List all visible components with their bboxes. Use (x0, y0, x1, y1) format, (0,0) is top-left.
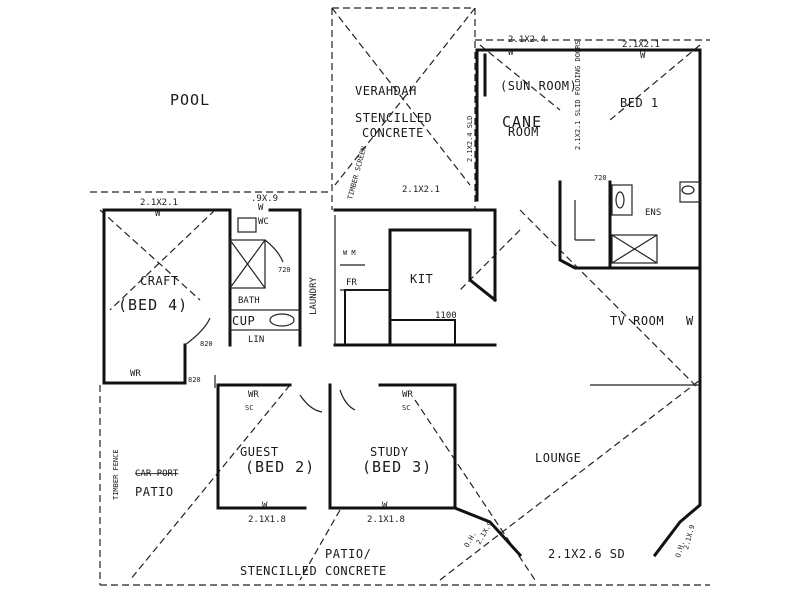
lin-label: LIN (248, 335, 264, 345)
window-mark-sun-left: W (508, 48, 514, 58)
sun-room-window-right: 2.1X2.1 (622, 40, 660, 50)
pool-label: POOL (170, 91, 210, 109)
guest-label: GUEST (240, 445, 279, 459)
wm-label: W M (343, 249, 356, 257)
bed1-label: BED 1 (620, 96, 659, 110)
bed1-door-label: 720 (594, 174, 607, 182)
veranda-label: VERAHDAH (355, 84, 417, 98)
room-label: ROOM (508, 125, 539, 139)
craft-door-label: 820 (200, 340, 213, 348)
window-mark-guest: W (262, 501, 268, 511)
fr-label: FR (346, 278, 357, 288)
window-mark-study: W (382, 501, 388, 511)
kitchen-bench-label: 1100 (435, 311, 457, 321)
lounge-label: LOUNGE (535, 451, 581, 465)
sun-room-window-left: 2.1X2.4 (508, 35, 546, 45)
room-labels: POOL VERAHDAH STENCILLED CONCRETE (SUN R… (112, 79, 664, 578)
wardrobe-craft-label: WR (130, 369, 141, 379)
walls (102, 48, 702, 558)
bath-label: BATH (238, 296, 260, 306)
patio-left-label: PATIO (135, 485, 174, 499)
hall-door-label: 820 (188, 376, 201, 384)
fixtures (184, 181, 701, 413)
car-port-label: CAR PORT (135, 469, 179, 479)
timber-screen-label: TIMBER SCREEN (346, 146, 368, 201)
cane-label: CANE (502, 113, 542, 131)
guest-window-label: 2.1X1.8 (248, 515, 286, 525)
cup-label: CUP (232, 314, 255, 328)
bed2-label: (BED 2) (245, 458, 315, 476)
craft-window-label: 2.1X2.1 (140, 198, 178, 208)
stencilled-label: STENCILLED (355, 111, 432, 125)
bed4-label: (BED 4) (118, 296, 188, 314)
lounge-slider-label: 2.1X2.6 SD (548, 547, 625, 561)
wc-door-label: 720 (278, 266, 291, 274)
ens-label: ENS (645, 208, 661, 218)
veranda-door-label: 2.1X2.1 (402, 185, 440, 195)
study-label: STUDY (370, 445, 409, 459)
window-mark-craft: W (155, 209, 161, 219)
bed1-doors-label: 2.1X2.1 SLID FOLDING DOORS (574, 40, 582, 150)
window-mark-wc: W (258, 203, 264, 213)
bed3-label: (BED 3) (362, 458, 432, 476)
stencilled-concrete-bottom-label: STENCILLED CONCRETE (240, 564, 387, 578)
craft-label: CRAFT (140, 274, 179, 288)
sc-study-label: SC (402, 404, 410, 412)
concrete-label: CONCRETE (362, 126, 424, 140)
kit-label: KIT (410, 272, 433, 286)
timber-fence-label: TIMBER FENCE (112, 449, 120, 500)
wc-label: WC (258, 217, 269, 227)
study-window-label: 2.1X1.8 (367, 515, 405, 525)
tv-window-mark: W (686, 314, 694, 328)
patio-bottom-label: PATIO/ (325, 547, 371, 561)
wardrobe-guest-label: WR (248, 390, 259, 400)
lounge-window-left-label: 2.1X.9 (475, 520, 495, 546)
sun-room-slider-label: 2.1X2.4 SLD (466, 116, 474, 162)
laundry-label: LAUNDRY (309, 276, 319, 315)
sun-room-label: (SUN ROOM) (500, 79, 577, 93)
wc-window-label: .9X.9 (251, 194, 278, 204)
window-mark-sun-right: W (640, 51, 646, 61)
wardrobe-study-label: WR (402, 390, 413, 400)
sc-guest-label: SC (245, 404, 253, 412)
tv-room-label: TV ROOM (610, 314, 664, 328)
